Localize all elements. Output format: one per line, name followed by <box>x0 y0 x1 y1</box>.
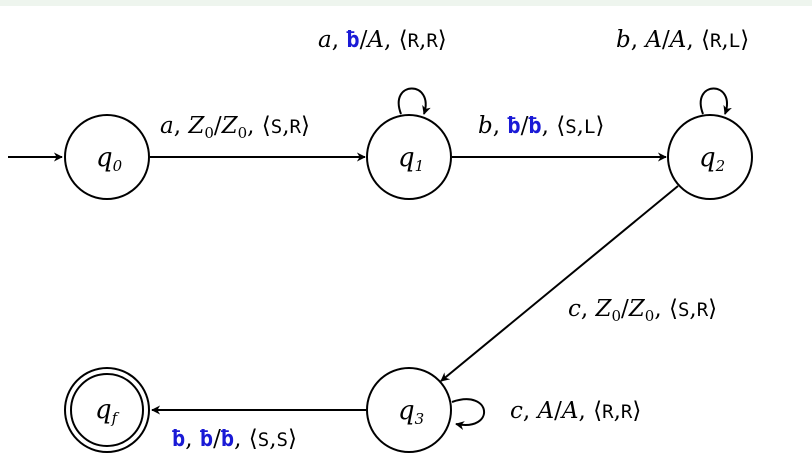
label-loop-q1: a, ƀ/A, ⟨R,R⟩ <box>318 27 447 53</box>
loop-q1 <box>397 87 431 115</box>
label-loop-q2: b, A/A, ⟨R,L⟩ <box>616 27 749 53</box>
blank-symbol: ƀ <box>221 427 234 452</box>
svg-text:q2: q2 <box>699 143 725 175</box>
label-loop-q3: c, A/A, ⟨R,R⟩ <box>510 398 641 424</box>
state-q2: q2 <box>667 114 753 200</box>
label-q2-q3: c, Z0/Z0, ⟨S,R⟩ <box>568 296 717 325</box>
blank-symbol: ƀ <box>346 28 359 53</box>
blank-symbol: ƀ <box>507 114 520 139</box>
blank-symbol: ƀ <box>200 427 213 452</box>
blank-symbol: ƀ <box>528 114 541 139</box>
blank-symbol: ƀ <box>172 427 185 452</box>
state-q0: q0 <box>64 114 150 200</box>
state-label: q <box>398 396 415 426</box>
svg-text:q3: q3 <box>398 396 424 428</box>
svg-text:qf: qf <box>95 395 120 427</box>
state-q1: q1 <box>366 114 452 200</box>
state-label: q <box>398 143 415 173</box>
state-qf-accepting: qf <box>64 367 150 453</box>
state-subscript: 2 <box>715 157 726 175</box>
label-q3-qf: ƀ, ƀ/ƀ, ⟨S,S⟩ <box>172 426 297 452</box>
state-subscript: 1 <box>415 157 425 175</box>
state-label: q <box>699 143 716 173</box>
state-label: q <box>96 143 113 173</box>
top-band <box>0 0 812 6</box>
label-q0-q1: a, Z0/Z0, ⟨S,R⟩ <box>160 113 310 142</box>
state-subscript: 0 <box>113 157 123 175</box>
loop-q2 <box>699 87 732 115</box>
state-q3: q3 <box>366 367 452 453</box>
loop-q3 <box>451 398 485 430</box>
edge-q2-q3 <box>440 185 679 382</box>
state-label: q <box>95 395 112 425</box>
state-subscript: 3 <box>415 410 425 428</box>
state-subscript: f <box>111 409 120 427</box>
label-q1-q2: b, ƀ/ƀ, ⟨S,L⟩ <box>478 113 604 139</box>
svg-text:q1: q1 <box>398 143 424 175</box>
svg-text:q0: q0 <box>96 143 123 175</box>
